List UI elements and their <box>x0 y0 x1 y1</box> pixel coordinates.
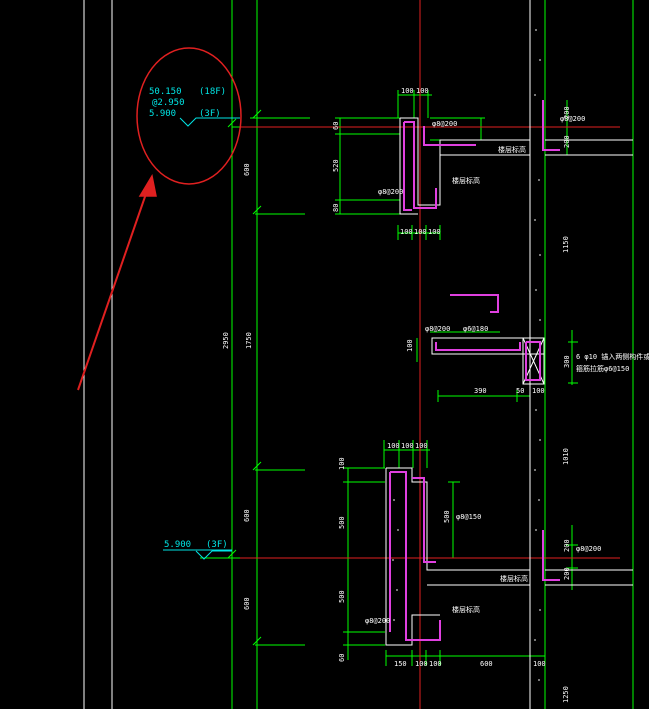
concrete-hatching <box>392 29 541 681</box>
elevation-bottom-floor: (3F) <box>206 540 228 550</box>
dim-top-520: 520 <box>332 159 340 172</box>
dim-bot-200a: 200 <box>563 539 571 552</box>
dim-bot-500a: 500 <box>338 516 346 529</box>
dim-top-100b: 100 <box>416 87 429 95</box>
dim-bot-60: 60 <box>338 654 346 662</box>
dim-right-200b: 200 <box>563 135 571 148</box>
rebar-bot-slab2: 楼层标高 <box>452 605 480 614</box>
dim-bot-100h-a: 100 <box>415 660 428 668</box>
rebar-top-b: φ8@200 <box>378 188 403 196</box>
dim-mid-100h: 100 <box>532 387 545 395</box>
rebar-top-right: φ8@200 <box>560 115 585 123</box>
elevation-markers <box>163 117 240 560</box>
dim-bot-100: 100 <box>338 457 346 470</box>
dim-mid-300: 300 <box>563 355 571 368</box>
dim-bot-top-100b: 100 <box>401 442 414 450</box>
dim-bot-500b: 500 <box>338 590 346 603</box>
dim-mid-50: 50 <box>516 387 524 395</box>
dim-right-1150: 1150 <box>562 236 570 253</box>
dim-bot-left-600b: 600 <box>243 597 251 610</box>
rebar-mid-d: 箍筋拉筋φ6@150 <box>576 364 629 373</box>
rebar-mid-c: 6 φ10 锚入两侧构件或墙中 <box>576 352 649 361</box>
rebar-bot-b: φ8@200 <box>365 617 390 625</box>
elevation-interval: @2.950 <box>152 98 185 108</box>
dim-top-80: 80 <box>332 204 340 212</box>
annotation-arrowhead <box>138 173 157 197</box>
rebar-bot-slab: 楼层标高 <box>500 574 528 583</box>
dim-bot-600h: 600 <box>480 660 493 668</box>
dim-bot-left-600a: 600 <box>243 509 251 522</box>
dim-bot-100h-c: 100 <box>533 660 546 668</box>
dim-bot-1010: 1010 <box>562 448 570 465</box>
dim-top-bottom-100c: 100 <box>428 228 441 236</box>
rebar-top-a: φ8@200 <box>432 120 457 128</box>
annotation-highlight <box>77 47 242 391</box>
dim-overall-2950: 2950 <box>222 332 230 349</box>
concrete-outlines <box>385 0 633 709</box>
dim-mid-390: 390 <box>474 387 487 395</box>
elevation-base-floor: (3F) <box>199 109 221 119</box>
dim-bot-top-100c: 100 <box>415 442 428 450</box>
elevation-top-value: 50.150 <box>149 87 182 97</box>
dim-right-200a: 200 <box>563 106 571 119</box>
rebar-mid-b: φ6@180 <box>463 325 488 333</box>
rebar-top-slab2: 楼层标高 <box>452 176 480 185</box>
rebar-bot-a: φ8@150 <box>456 513 481 521</box>
dim-top-100a: 100 <box>401 87 414 95</box>
dim-bot-top-100a: 100 <box>387 442 400 450</box>
dim-top-bottom-100a: 100 <box>400 228 413 236</box>
dim-bot-1250: 1250 <box>562 686 570 703</box>
annotation-circle <box>136 47 242 185</box>
rebar-top-slab: 楼层标高 <box>498 145 526 154</box>
dim-mid-100: 100 <box>406 339 414 352</box>
dim-top-bottom-100b: 100 <box>414 228 427 236</box>
dim-top-60: 60 <box>332 122 340 130</box>
elevation-bottom-value: 5.900 <box>164 540 191 550</box>
dim-bot-100h-b: 100 <box>429 660 442 668</box>
rebar-mid-a: φ8@200 <box>425 325 450 333</box>
dim-left-600: 600 <box>243 163 251 176</box>
red-center-lines <box>240 0 620 709</box>
rebar-bot-right: φ8@200 <box>576 545 601 553</box>
elevation-top-floor: (18F) <box>199 87 226 97</box>
annotation-arrow-shaft <box>77 187 149 391</box>
dim-bot-500c: 500 <box>443 510 451 523</box>
rebar-lines <box>389 100 560 641</box>
dim-bot-150: 150 <box>394 660 407 668</box>
elevation-base-value: 5.900 <box>149 109 176 119</box>
dim-bot-200b: 200 <box>563 567 571 580</box>
white-reference-lines <box>83 0 113 709</box>
dim-overall-1750: 1750 <box>245 332 253 349</box>
